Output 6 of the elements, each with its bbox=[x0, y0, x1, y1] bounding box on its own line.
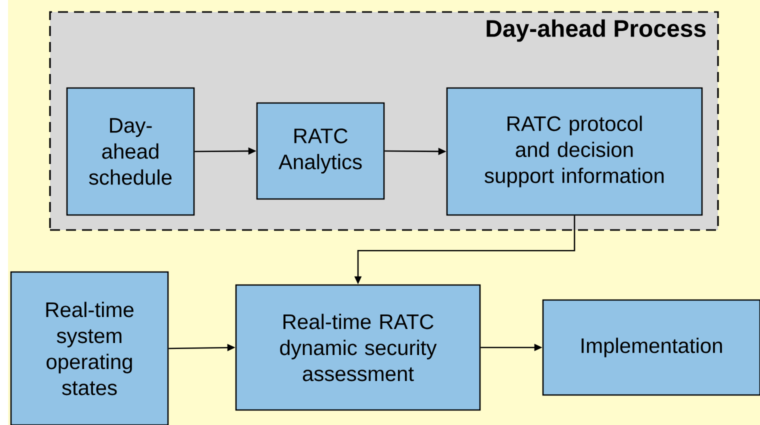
process-box: Day-ahead schedule bbox=[66, 87, 195, 216]
process-box: RATC protocol and decision support information bbox=[446, 87, 703, 216]
process-box: Real-time RATC dynamic security assessment bbox=[235, 284, 481, 411]
process-box: Real-time system operating states bbox=[10, 271, 169, 425]
process-box: RATC Analytics bbox=[256, 102, 385, 200]
process-box: Implementation bbox=[542, 299, 760, 396]
